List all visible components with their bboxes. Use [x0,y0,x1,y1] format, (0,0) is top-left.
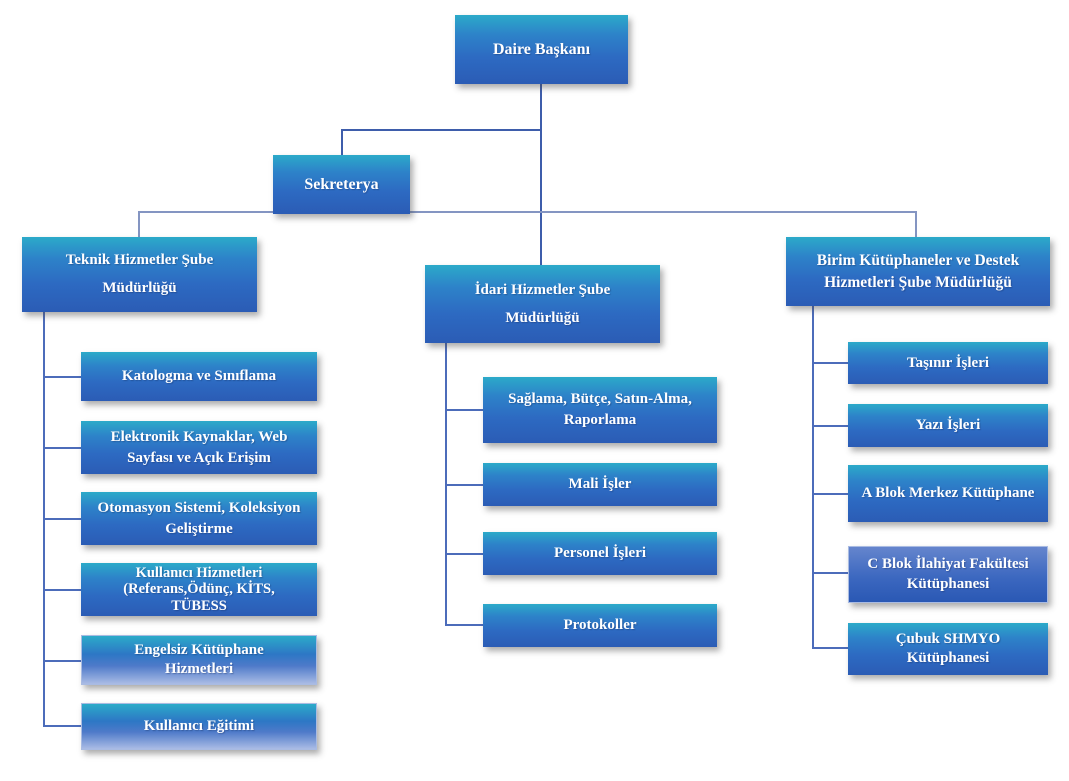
connector-stub [43,660,81,662]
org-node-sekreterya: Sekreterya [273,155,410,214]
org-node-label: Kullanıcı Eğitimi [143,718,255,735]
org-node-label: Sağlama, Bütçe, Satın-Alma, Raporlama [508,391,692,428]
org-node-label: Protokoller [563,617,637,634]
org-node-personel-isleri: Personel İşleri [483,532,717,575]
org-node-c-blok-ilahiyat: C Blok İlahiyat Fakültesi Kütüphanesi [848,546,1048,603]
connector-stub [445,624,483,626]
connector-sekreterya-vertical [341,129,343,155]
connector-stub [445,553,483,555]
org-node-kullanici-hizmetleri: Kullanıcı Hizmetleri (Referans,Ödünç, Kİ… [81,563,317,616]
org-node-elektronik-kaynaklar: Elektronik Kaynaklar, Web Sayfası ve Açı… [81,421,317,474]
connector-rail-horizontal [138,211,917,213]
org-node-label: Çubuk SHMYO Kütüphanesi [895,630,1001,667]
org-node-label: Taşınır İşleri [906,354,990,371]
connector-stub [43,376,81,378]
connector-stub [812,647,848,649]
connector-stub [43,589,81,591]
connector-stub [43,447,81,449]
org-node-a-blok-merkez: A Blok Merkez Kütüphane [848,465,1048,522]
org-node-tasinir-isleri: Taşınır İşleri [848,342,1048,384]
org-node-label: Sekreterya [304,175,379,193]
connector-stub [43,518,81,520]
org-node-teknik-hizmetler: Teknik Hizmetler Şube Müdürlüğü [22,237,257,312]
org-node-label: Personel İşleri [553,545,647,562]
org-node-birim-kutuphaneler: Birim Kütüphaneler ve Destek Hizmetleri … [786,237,1050,306]
org-node-daire-baskani: Daire Başkanı [455,15,628,84]
connector-stub [43,725,81,727]
connector-birim-trunk [812,306,814,649]
org-node-label: Birim Kütüphaneler ve Destek Hizmetleri … [816,251,1020,291]
org-node-idari-hizmetler: İdari Hizmetler Şube Müdürlüğü [425,265,660,343]
org-node-label: Teknik Hizmetler Şube Müdürlüğü [65,251,214,296]
org-node-yazi-isleri: Yazı İşleri [848,404,1048,447]
org-node-katologma: Katologma ve Sınıflama [81,352,317,401]
org-node-engelsiz-kutuphane: Engelsiz Kütüphane Hizmetleri [81,635,317,685]
connector-rail-drop-left [138,211,140,237]
org-node-saglama-butce: Sağlama, Bütçe, Satın-Alma, Raporlama [483,377,717,443]
org-node-label: Elektronik Kaynaklar, Web Sayfası ve Açı… [110,429,288,466]
org-node-label: Yazı İşleri [915,417,981,434]
org-node-label: Katologma ve Sınıflama [121,368,277,385]
org-node-label: C Blok İlahiyat Fakültesi Kütüphanesi [867,556,1029,592]
org-node-label: Daire Başkanı [492,40,591,58]
connector-stub [812,362,848,364]
connector-stub [812,493,848,495]
connector-stub [445,409,483,411]
connector-stub [812,425,848,427]
connector-root-vertical [540,84,542,265]
connector-stub [445,484,483,486]
org-node-label: Mali İşler [568,476,632,493]
org-node-mali-isler: Mali İşler [483,463,717,506]
connector-stub [812,572,848,574]
org-node-label: Otomasyon Sistemi, Koleksiyon Geliştirme [97,500,301,537]
org-node-label: Engelsiz Kütüphane Hizmetleri [134,641,264,678]
org-node-label: Kullanıcı Hizmetleri (Referans,Ödünç, Kİ… [123,564,275,614]
org-node-protokoller: Protokoller [483,604,717,647]
org-node-label: A Blok Merkez Kütüphane [861,485,1035,502]
org-node-otomasyon-sistemi: Otomasyon Sistemi, Koleksiyon Geliştirme [81,492,317,545]
connector-sekreterya-horizontal [341,129,542,131]
connector-rail-drop-right [915,211,917,237]
org-node-kullanici-egitimi: Kullanıcı Eğitimi [81,703,317,750]
org-node-cubuk-shmyo: Çubuk SHMYO Kütüphanesi [848,623,1048,675]
org-node-label: İdari Hizmetler Şube Müdürlüğü [474,281,611,327]
